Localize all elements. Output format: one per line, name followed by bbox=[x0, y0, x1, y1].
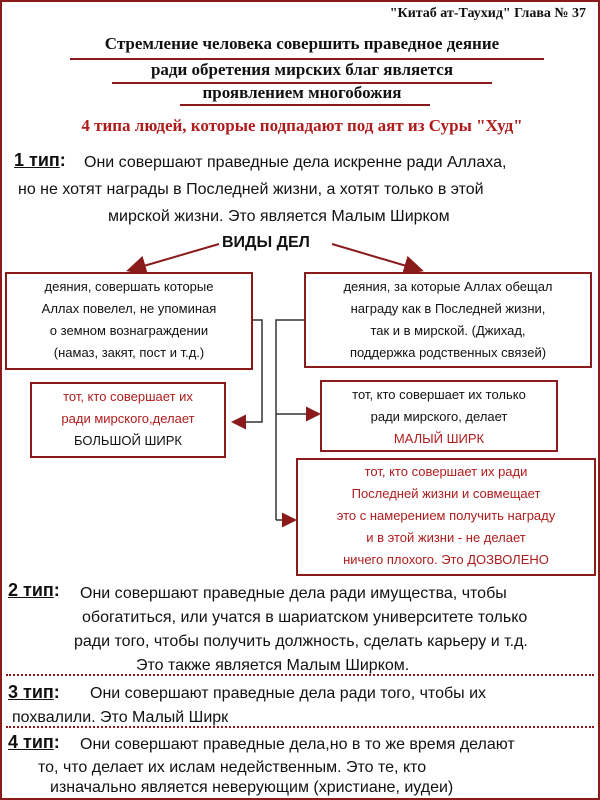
type2-line-1: обогатиться, или учатся в шариатском уни… bbox=[82, 609, 528, 626]
type4-line-2: изначально является неверующим (христиан… bbox=[50, 779, 454, 796]
title-underline-1 bbox=[70, 58, 544, 60]
right-deeds-box: деяния, за которые Аллах обещал награду … bbox=[304, 272, 592, 368]
subtitle: 4 типа людей, которые подпадают под аят … bbox=[81, 116, 523, 135]
type4-block: 4 тип: bbox=[8, 732, 60, 753]
type1-line-2: мирской жизни. Это является Малым Ширком bbox=[108, 208, 450, 225]
type1-block: 1 тип: bbox=[14, 150, 66, 171]
title-line-2: ради обретения мирских благ является bbox=[150, 60, 454, 79]
title-line-1: Стремление человека совершить праведное … bbox=[104, 34, 500, 53]
type1-colon: : bbox=[59, 150, 66, 170]
type1-line-0: Они совершают праведные дела искренне ра… bbox=[84, 154, 507, 171]
title-line-3: проявлением многобожия bbox=[202, 83, 402, 102]
type1-line-1: но не хотят награды в Последней жизни, а… bbox=[18, 181, 484, 198]
separator-2 bbox=[6, 726, 594, 728]
type3-block: 3 тип: bbox=[8, 682, 60, 703]
type4-line-0: Они совершают праведные дела,но в то же … bbox=[80, 736, 515, 753]
big-shirk-box: тот, кто совершает их ради мирского,дела… bbox=[30, 382, 226, 458]
type4-label: 4 тип bbox=[8, 732, 54, 752]
title-underline-3 bbox=[180, 104, 430, 106]
type1-label: 1 тип bbox=[14, 150, 60, 170]
allowed-box: тот, кто совершает их ради Последней жиз… bbox=[296, 458, 596, 576]
type3-colon: : bbox=[53, 682, 60, 702]
title-underline-2 bbox=[112, 82, 492, 84]
kinds-heading: ВИДЫ ДЕЛ bbox=[222, 234, 310, 251]
type2-line-2: ради того, чтобы получить должность, сде… bbox=[74, 633, 528, 650]
type3-line-0: Они совершают праведные дела ради того, … bbox=[90, 685, 487, 702]
type4-colon: : bbox=[53, 732, 60, 752]
allowed-line5-text: ничего плохого. Это bbox=[343, 552, 468, 567]
type4-line-1: то, что делает их ислам недейственным. Э… bbox=[38, 759, 427, 776]
type2-block: 2 тип: bbox=[8, 580, 60, 601]
small-shirk-box: тот, кто совершает их только ради мирско… bbox=[320, 380, 558, 452]
allowed-word: ДОЗВОЛЕНО bbox=[467, 552, 549, 567]
type3-label: 3 тип bbox=[8, 682, 54, 702]
type2-colon: : bbox=[53, 580, 60, 600]
type2-label: 2 тип bbox=[8, 580, 54, 600]
separator-1 bbox=[6, 674, 594, 676]
type2-line-3: Это также является Малым Ширком. bbox=[136, 657, 410, 674]
type3-line-1: похвалили. Это Малый Ширк bbox=[12, 709, 229, 726]
source-header: "Китаб ат-Таухид" Глава № 37 bbox=[389, 6, 586, 21]
type2-line-0: Они совершают праведные дела ради имущес… bbox=[80, 585, 507, 602]
left-deeds-box: деяния, совершать которые Аллах повелел,… bbox=[5, 272, 253, 370]
